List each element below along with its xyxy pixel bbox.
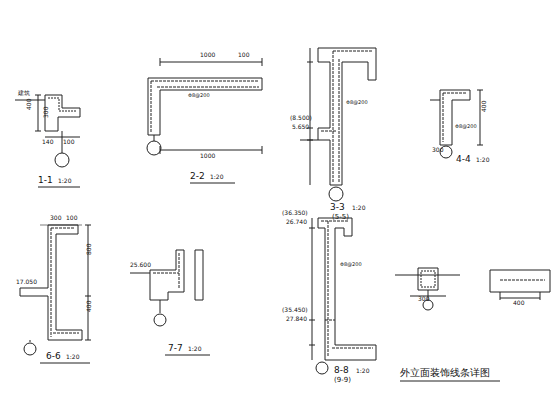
dimension-text: 400 [26, 99, 32, 110]
section-title: 1-1 [38, 176, 53, 185]
dimension-text: 400 [513, 300, 524, 306]
dimension-text: 1000 [200, 153, 215, 159]
dimension-text: 300 [50, 215, 61, 221]
rebar-text: Φ8@200 [346, 100, 368, 105]
section-title: 4-4 [456, 155, 471, 164]
scale-text: 1:20 [58, 178, 71, 184]
rebar-text: Φ8@200 [340, 262, 362, 267]
elevation-text: 27.840 [286, 316, 307, 322]
elevation-text: 26.740 [286, 219, 307, 225]
elevation-text: (36.350) [282, 210, 308, 216]
dimension-text: 140 [42, 139, 53, 145]
section-title: 7-7 [168, 344, 183, 353]
elevation-text: (35.450) [282, 307, 308, 313]
scale-text: 1:20 [476, 157, 489, 163]
rebar-text: Φ8@200 [188, 93, 210, 98]
scale-text: 1:20 [352, 205, 365, 211]
dimension-text: 100 [238, 52, 249, 58]
section-title: 6-6 [46, 352, 61, 361]
scale-text: 1:20 [356, 368, 369, 374]
elevation-text: (8.500) [290, 115, 312, 121]
elevation-text: 25.600 [130, 262, 151, 268]
detail-title: 外立面装饰线条详图 [400, 368, 490, 378]
rebar-text: Φ8@200 [455, 124, 477, 129]
elevation-text: 17.050 [16, 279, 37, 285]
dimension-text: 400 [86, 301, 92, 312]
dimension-text: 800 [86, 244, 92, 255]
note-text: 建筑 [18, 90, 30, 96]
scale-text: 1:20 [66, 354, 79, 360]
dimension-text: 300 [432, 147, 443, 153]
dimension-text: 300 [418, 296, 429, 302]
dimension-text: 300 [43, 107, 49, 118]
section-title: (9-9) [334, 377, 351, 384]
section-title: (5-5) [332, 214, 349, 221]
dimension-text: 100 [66, 215, 77, 221]
section-title: 8-8 [334, 366, 349, 375]
scale-text: 1:20 [210, 174, 223, 180]
section-title: 3-3 [330, 203, 345, 212]
dimension-text: 1000 [200, 52, 215, 58]
elevation-text: 5.650 [292, 124, 309, 130]
dimension-text: 400 [481, 101, 487, 112]
section-title: 2-2 [190, 172, 205, 181]
dimension-text: 100 [63, 139, 74, 145]
scale-text: 1:20 [188, 346, 201, 352]
